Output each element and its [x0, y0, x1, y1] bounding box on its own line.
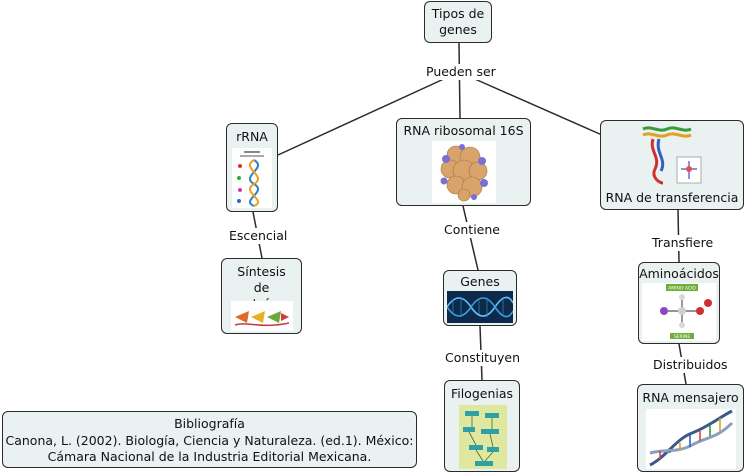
amino-acid-image: AMINO ACID SERINE — [642, 283, 716, 341]
line-tipos-to-trna — [458, 71, 603, 136]
bibliography-box[interactable]: Bibliografía Canona, L. (2002). Biología… — [2, 411, 417, 468]
amino-acid-header-text: AMINO ACID — [668, 286, 696, 292]
genes-dna-image — [447, 291, 513, 323]
node-tipos-de-genes[interactable]: Tipos de genes — [424, 1, 492, 43]
node-filogenias[interactable]: Filogenias — [444, 380, 520, 472]
line-tipos-to-16s — [458, 42, 461, 119]
ribosome-image — [432, 141, 496, 203]
node-16s-label: RNA ribosomal 16S — [403, 123, 524, 138]
node-sintesis-de-proteinas[interactable]: Síntesis de proteínas — [221, 258, 302, 334]
node-genes-label: Genes — [460, 274, 500, 289]
amino-acid-name-text: SERINE — [674, 334, 691, 340]
link-label-pueden-ser: Pueden ser — [423, 64, 499, 80]
link-label-transfiere: Transfiere — [649, 235, 717, 251]
protein-synthesis-image — [231, 301, 293, 331]
node-rna-ribosomal-16s[interactable]: RNA ribosomal 16S — [396, 118, 531, 206]
node-filogenias-label: Filogenias — [450, 386, 514, 401]
node-rrna-label: rRNA — [236, 129, 268, 144]
node-tipos-label: Tipos de genes — [431, 6, 485, 37]
node-aminoacidos[interactable]: Aminoácidos AMINO ACID SERINE — [638, 262, 720, 344]
link-label-constituyen: Constituyen — [442, 350, 524, 366]
phylogeny-image — [459, 405, 507, 469]
mrna-image — [646, 409, 736, 469]
line-16s-to-genes — [462, 205, 479, 271]
link-label-escencial: Escencial — [226, 228, 291, 244]
trna-image — [637, 123, 709, 187]
bibliography-title: Bibliografía — [174, 416, 245, 431]
node-genes[interactable]: Genes — [443, 270, 517, 326]
link-label-distribuidos: Distribuidos — [650, 357, 731, 373]
bibliography-line-1: Canona, L. (2002). Biología, Ciencia y N… — [5, 432, 414, 448]
bibliography-line-2: Cámara Nacional de la Industria Editoria… — [47, 449, 372, 464]
link-label-contiene: Contiene — [441, 222, 503, 238]
node-aminoacidos-label: Aminoácidos — [639, 266, 719, 281]
rrna-dna-image — [232, 148, 272, 208]
line-tipos-to-rrna — [277, 71, 460, 156]
node-rna-de-transferencia[interactable]: RNA de transferencia — [600, 120, 744, 210]
node-rna-mensajero[interactable]: RNA mensajero — [637, 384, 744, 472]
node-rrna[interactable]: rRNA — [226, 123, 278, 212]
node-mensajero-label: RNA mensajero — [642, 390, 739, 405]
node-trna-label: RNA de transferencia — [605, 190, 739, 205]
